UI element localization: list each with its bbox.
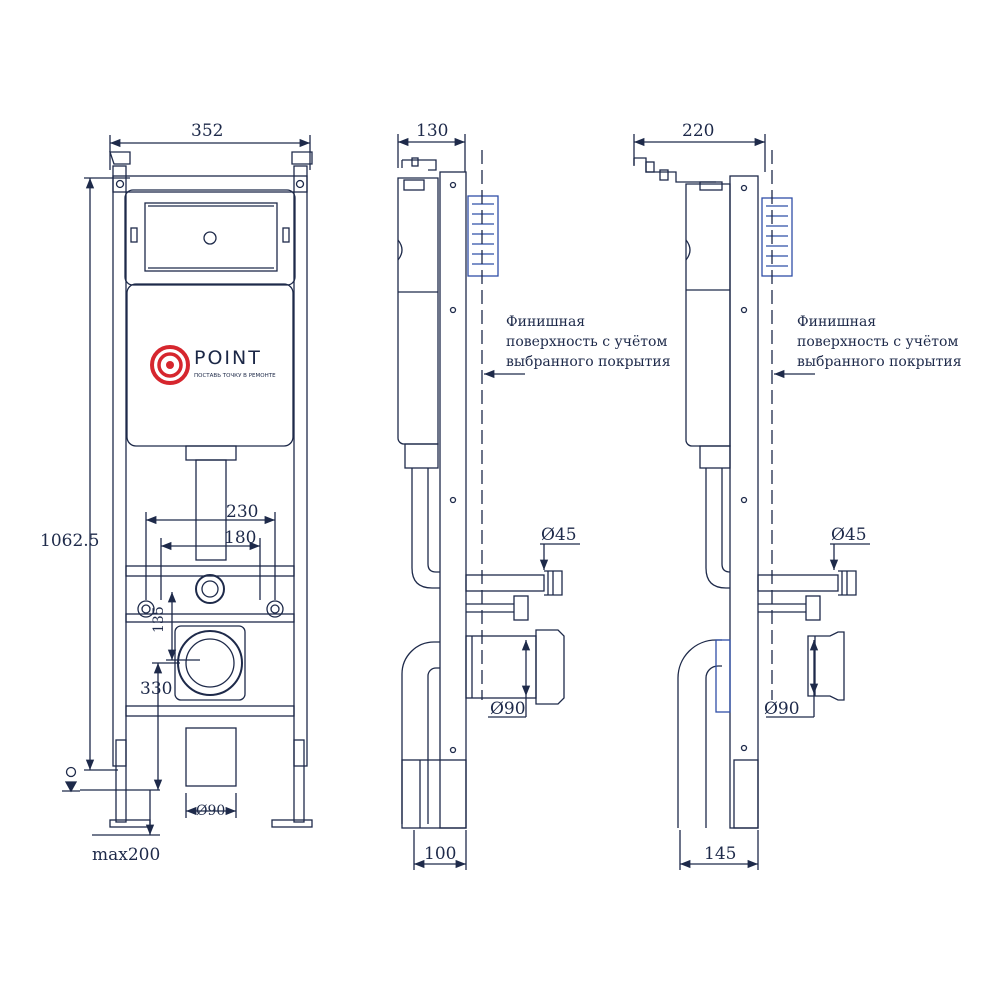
side-right-flush-pipe — [705, 468, 731, 589]
outlet-diameter-dimension — [185, 793, 237, 818]
side-left-top-bracket — [401, 159, 437, 171]
frame-left-post — [112, 165, 127, 767]
side-right-wall-connector — [761, 197, 793, 277]
frame-top-crossbar — [112, 175, 308, 193]
point-logo: POINT ПОСТАВЬ ТОЧКУ В РЕМОНТЕ — [150, 345, 276, 385]
left-leg — [115, 739, 127, 823]
outlet-diameter-label: Ø90 — [196, 803, 225, 819]
floor-level-icon — [62, 766, 160, 793]
side-right-note-line2: поверхность с учётом — [797, 334, 958, 350]
left-top-bracket — [109, 151, 131, 165]
side-right-top-depth: 220 — [682, 121, 714, 141]
side-left-top-depth: 130 — [416, 121, 448, 141]
right-leg — [293, 739, 305, 823]
side-right-note-line1: Финишная — [797, 314, 876, 330]
right-mounting-bolt — [266, 600, 284, 618]
side-view-left — [397, 134, 580, 870]
front-height-dimension — [84, 177, 130, 771]
side-right-drain-elbow — [677, 639, 722, 828]
side-view-right — [633, 134, 870, 870]
side-left-supply-pipe — [465, 574, 545, 592]
side-left-flush-pipe — [411, 468, 440, 589]
drain-height-dimensions — [152, 592, 200, 790]
brand-name: POINT — [194, 347, 262, 369]
brand-slogan: ПОСТАВЬ ТОЧКУ В РЕМОНТЕ — [194, 373, 276, 379]
frame-bottom-crossbar — [125, 705, 295, 717]
leg-extension-dimension — [92, 790, 160, 836]
side-right-note-line3: выбранного покрытия — [797, 354, 962, 370]
side-left-note-line2: поверхность с учётом — [506, 334, 667, 350]
side-left-drain-elbow — [401, 641, 440, 824]
right-top-bracket — [291, 151, 313, 165]
side-left-cistern — [397, 177, 439, 445]
cistern-upper — [124, 189, 296, 286]
drain-offset-label: 135 — [151, 606, 167, 633]
bolt-spacing-inner-label: 180 — [224, 528, 256, 548]
flush-outlet — [195, 574, 225, 604]
flush-actuator-hole — [203, 231, 217, 245]
flush-plate-opening — [144, 202, 278, 272]
side-left-note-line3: выбранного покрытия — [506, 354, 671, 370]
side-right-top-bracket — [633, 157, 716, 183]
bolt-spacing-outer-label: 230 — [226, 502, 258, 522]
drain-height-label: 330 — [140, 679, 172, 699]
flush-pipe — [195, 459, 227, 561]
side-left-supply-diameter: Ø45 — [541, 525, 577, 545]
side-right-supply-diameter: Ø45 — [831, 525, 867, 545]
side-left-wall-connector — [467, 195, 499, 277]
side-right-cistern — [685, 183, 731, 447]
side-left-bottom-depth: 100 — [424, 844, 456, 864]
drain-outlet — [177, 630, 243, 696]
leg-extension-label: max200 — [92, 845, 160, 865]
side-left-frame-post — [439, 171, 467, 829]
side-left-drain-diameter: Ø90 — [490, 699, 526, 719]
side-right-drain-diameter: Ø90 — [764, 699, 800, 719]
side-right-supply-pipe — [757, 574, 839, 592]
side-right-drain-gasket — [715, 639, 731, 713]
drain-stub — [185, 727, 237, 787]
front-width-label: 352 — [191, 121, 223, 141]
frame-right-post — [293, 165, 308, 767]
bolt-spacing-dimensions — [145, 512, 276, 600]
side-right-bottom-depth: 145 — [704, 844, 736, 864]
left-mounting-bolt — [137, 600, 155, 618]
side-left-note-line1: Финишная — [506, 314, 585, 330]
front-view — [62, 135, 313, 836]
front-height-label: 1062.5 — [40, 531, 99, 551]
